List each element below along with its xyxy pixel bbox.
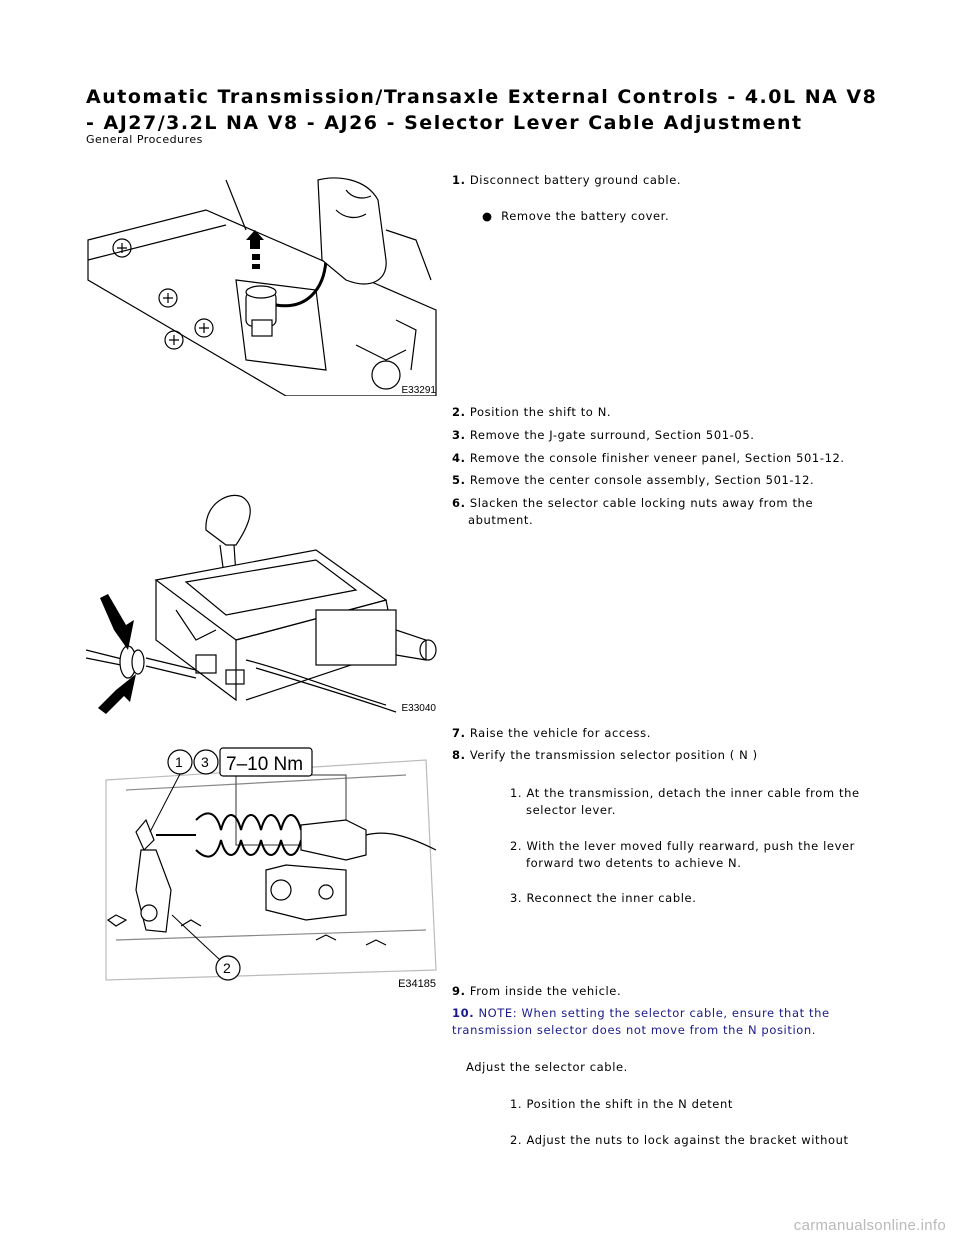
step-1: 1. Disconnect battery ground cable. (452, 172, 681, 189)
step-number: 1. (452, 173, 466, 187)
page-title: Automatic Transmission/Transaxle Externa… (86, 86, 878, 134)
step-10-sub-1: 1. Position the shift in the N detent (510, 1097, 733, 1111)
transmission-lever-illustration: 1 3 2 7–10 Nm (105, 747, 437, 981)
figure-selector-nuts: E33040 (86, 490, 442, 716)
step-6: 6. Slacken the selector cable locking nu… (452, 496, 814, 510)
callout-3: 3 (201, 754, 209, 770)
watermark: carmanualsonline.info (793, 1217, 946, 1234)
torque-label: 7–10 Nm (226, 754, 303, 775)
step-8-sub-1: 1. At the transmission, detach the inner… (510, 786, 860, 800)
page-subtitle: General Procedures (86, 133, 203, 146)
callout-1: 1 (175, 754, 183, 770)
figure-transmission-lever: 1 3 2 7–10 Nm E34185 (86, 740, 442, 990)
step-10-sub-2: 2. Adjust the nuts to lock against the b… (510, 1133, 849, 1147)
figure-code: E33291 (401, 385, 436, 396)
step-2: 2. Position the shift to N. (452, 405, 612, 419)
figure-code: E34185 (398, 978, 436, 990)
step-9: 9. From inside the vehicle. (452, 984, 622, 998)
figure-battery-cable: E33291 (86, 170, 442, 396)
step-3: 3. Remove the J-gate surround, Section 5… (452, 428, 755, 442)
bullet-icon: ● (482, 209, 493, 223)
step-10-note-cont: transmission selector does not move from… (452, 1023, 817, 1037)
step-10-note: 10. NOTE: When setting the selector cabl… (452, 1006, 830, 1020)
step-8-sub-3: 3. Reconnect the inner cable. (510, 891, 697, 905)
step-10-lead: Adjust the selector cable. (466, 1060, 628, 1074)
figure-code: E33040 (401, 703, 436, 714)
step-5: 5. Remove the center console assembly, S… (452, 473, 815, 487)
step-8-sub-1-cont: selector lever. (526, 803, 617, 817)
step-6-cont: abutment. (468, 513, 534, 527)
step-7: 7. Raise the vehicle for access. (452, 726, 651, 740)
step-8-sub-2-cont: forward two detents to achieve N. (526, 856, 742, 870)
selector-nuts-illustration (86, 494, 437, 714)
bullet-text: Remove the battery cover. (501, 209, 670, 223)
step-1-bullet: ● Remove the battery cover. (482, 208, 669, 225)
battery-cable-illustration (87, 177, 437, 396)
step-8: 8. Verify the transmission selector posi… (452, 748, 758, 762)
step-8-sub-2: 2. With the lever moved fully rearward, … (510, 839, 855, 853)
step-4: 4. Remove the console finisher veneer pa… (452, 451, 845, 465)
callout-2: 2 (223, 960, 231, 976)
step-text: Disconnect battery ground cable. (469, 173, 682, 187)
